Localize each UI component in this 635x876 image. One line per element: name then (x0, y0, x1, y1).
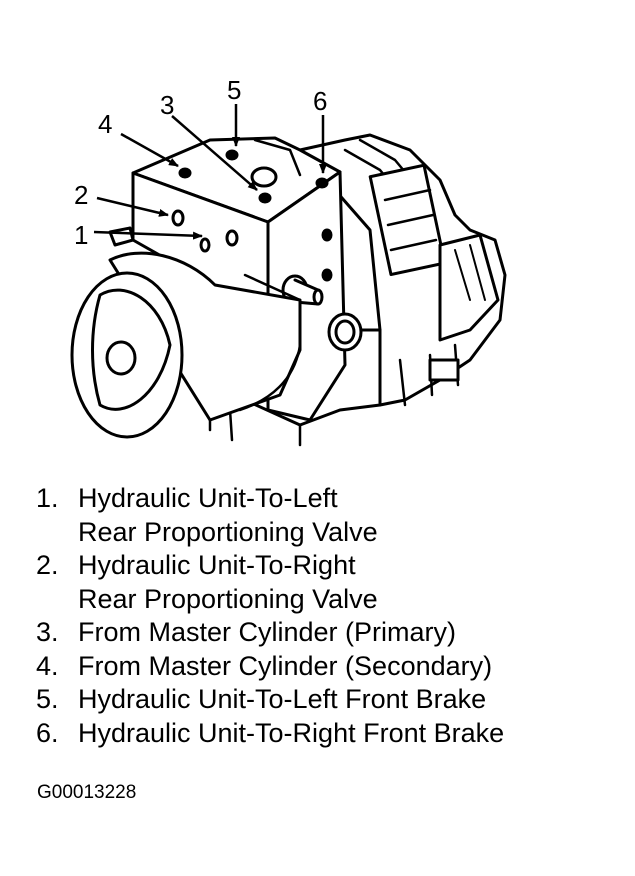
callout-2: 2 (74, 180, 88, 210)
callout-6: 6 (313, 86, 327, 116)
legend-item-6: 6. Hydraulic Unit-To-Right Front Brake (36, 717, 626, 751)
legend-item-4: 4. From Master Cylinder (Secondary) (36, 650, 626, 684)
legend-item-3: 3. From Master Cylinder (Primary) (36, 616, 626, 650)
legend-text-line: Hydraulic Unit-To-Right Front Brake (78, 717, 505, 748)
figure-id: G00013228 (37, 782, 137, 803)
callout-1: 1 (74, 220, 88, 250)
legend-number: 3. (36, 617, 59, 647)
legend-number: 5. (36, 684, 59, 714)
legend-text-line: From Master Cylinder (Secondary) (78, 650, 493, 681)
legend-text-line: Hydraulic Unit-To-Right (78, 550, 356, 580)
legend-item-2: 2. Hydraulic Unit-To-Right Rear Proporti… (36, 549, 626, 616)
callout-4: 4 (98, 109, 112, 139)
callout-3: 3 (160, 90, 174, 120)
legend-item-1: 1. Hydraulic Unit-To-Left Rear Proportio… (36, 482, 626, 549)
hydraulic-unit-drawing (70, 133, 507, 447)
legend-number: 4. (36, 650, 59, 681)
legend-number: 6. (36, 717, 59, 748)
legend-text-line: Rear Proportioning Valve (78, 516, 378, 547)
callout-5: 5 (227, 75, 241, 105)
legend-text-line: Hydraulic Unit-To-Left (78, 483, 338, 513)
legend-item-5: 5. Hydraulic Unit-To-Left Front Brake (36, 683, 626, 717)
abs-hydraulic-unit-diagram: 1 2 3 4 5 6 (70, 75, 507, 447)
legend-text-line: Rear Proportioning Valve (78, 583, 378, 614)
callout-leader-lines (93, 104, 327, 240)
legend: 1. Hydraulic Unit-To-Left Rear Proportio… (36, 482, 626, 750)
legend-number: 1. (36, 483, 59, 513)
legend-number: 2. (36, 550, 59, 580)
legend-text-line: From Master Cylinder (Primary) (78, 617, 457, 647)
legend-text-line: Hydraulic Unit-To-Left Front Brake (78, 684, 487, 714)
